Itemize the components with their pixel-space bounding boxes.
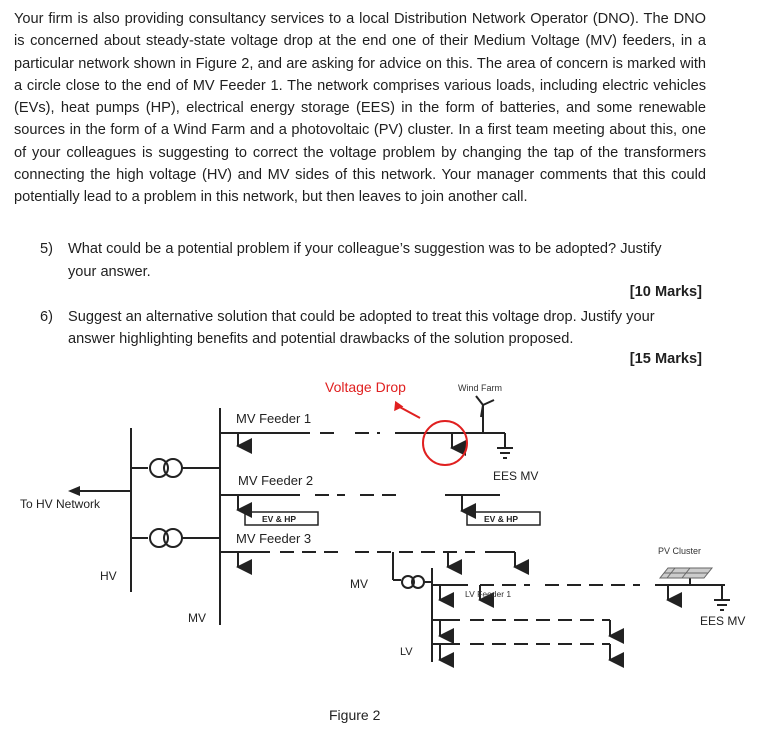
mv-lv-transformer-icon [401,575,415,589]
question-5-line2: your answer. [68,264,151,280]
question-5-number: 5) [40,241,53,257]
question-6-line2: answer highlighting benefits and potenti… [68,331,574,347]
wind-farm-label: Wind Farm [458,383,502,393]
voltage-drop-label: Voltage Drop [325,379,406,395]
mv-label-left: MV [188,611,206,625]
ees-mv-label-1: EES MV [493,469,538,483]
lv-label: LV [400,646,413,658]
feeder-1-label: MV Feeder 1 [236,411,311,426]
problem-paragraph: Your firm is also providing consultancy … [14,11,706,206]
question-6-marks: [15 Marks] [629,351,702,367]
question-6-number: 6) [40,309,53,325]
lv-feeder-1-label: LV Feeder 1 [465,589,511,599]
ev-hp-box-2 [466,511,541,526]
feeder-2-label: MV Feeder 2 [238,473,313,488]
figure-caption: Figure 2 [329,707,381,723]
transformer-1-icon [149,458,169,478]
pv-panel-icon [658,567,714,579]
voltage-drop-circle [422,420,468,466]
question-5-marks: [10 Marks] [629,284,702,300]
question-5-line1: What could be a potential problem if you… [68,241,662,257]
question-6-line1: Suggest an alternative solution that cou… [68,309,655,325]
ees-mv-label-2: EES MV [700,614,745,628]
feeder-3-label: MV Feeder 3 [236,531,311,546]
hv-label: HV [100,569,117,583]
to-hv-network-label: To HV Network [20,497,101,511]
mv-label-mid: MV [350,577,368,591]
ev-hp-label-1: EV & HP [262,514,296,524]
transformer-2-icon [149,528,169,548]
ev-hp-box-1 [244,511,319,526]
ev-hp-label-2: EV & HP [484,514,518,524]
pv-cluster-label: PV Cluster [658,546,701,556]
